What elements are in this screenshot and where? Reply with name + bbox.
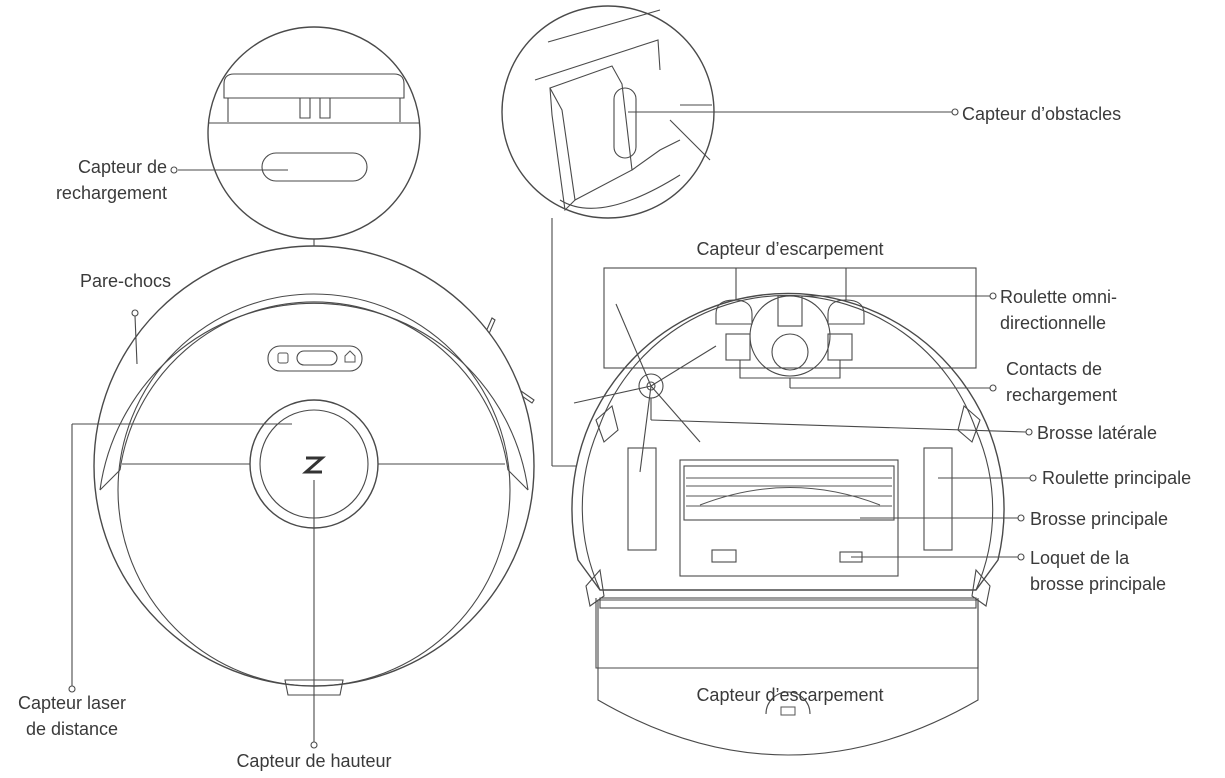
power-button-icon xyxy=(296,350,338,366)
button-panel xyxy=(267,345,363,372)
label-main-brush: Brosse principale xyxy=(1030,509,1169,529)
label-omni-wheel-line1: Roulette omni- xyxy=(1000,287,1118,307)
label-cliff-sensor-top: Capteur d’escarpement xyxy=(696,239,884,259)
top-view xyxy=(68,26,535,749)
charging-sensor-zoom-circle xyxy=(207,26,421,240)
label-bumper: Pare-chocs xyxy=(80,271,172,291)
bottom-view xyxy=(501,5,1037,756)
label-laser-sensor-line1: Capteur laser xyxy=(17,693,127,713)
charging-sensor-zoom-detail xyxy=(208,73,420,182)
mop-bracket-icon xyxy=(780,706,796,716)
label-charging-sensor: Capteur de rechargement xyxy=(22,154,167,206)
label-main-wheel: Roulette principale xyxy=(1042,468,1192,488)
home-icon xyxy=(344,350,356,363)
label-laser-sensor: Capteur laser de distance xyxy=(2,690,142,742)
brand-logo-icon xyxy=(302,456,326,474)
spot-clean-icon xyxy=(277,352,289,364)
label-laser-sensor-line2: de distance xyxy=(25,719,119,739)
label-charging-contacts: Contacts de rechargement xyxy=(1006,356,1117,408)
charging-sensor-window xyxy=(261,152,368,182)
obstacle-sensor-zoom-detail xyxy=(534,9,712,212)
label-height-sensor: Capteur de hauteur xyxy=(236,751,392,771)
label-side-brush: Brosse latérale xyxy=(1037,423,1158,443)
label-brush-latch: Loquet de la brosse principale xyxy=(1030,545,1166,597)
label-brush-latch-line1: Loquet de la xyxy=(1030,548,1130,568)
label-charging-sensor-line1: Capteur de xyxy=(77,157,167,177)
right-main-wheel xyxy=(923,447,953,551)
label-charging-sensor-line2: rechargement xyxy=(55,183,167,203)
label-omni-wheel: Roulette omni- directionnelle xyxy=(1000,284,1117,336)
obstacle-sensor-window xyxy=(613,87,637,159)
label-obstacle-sensor: Capteur d’obstacles xyxy=(962,104,1122,124)
label-charging-contacts-line2: rechargement xyxy=(1006,385,1118,405)
robot-bottom-body xyxy=(571,292,1005,591)
label-charging-contacts-line1: Contacts de xyxy=(1006,359,1103,379)
label-omni-wheel-line2: directionnelle xyxy=(1000,313,1107,333)
label-brush-latch-line2: brosse principale xyxy=(1030,574,1167,594)
left-main-wheel xyxy=(627,447,657,551)
label-cliff-sensor-bottom: Capteur d’escarpement xyxy=(696,685,884,705)
